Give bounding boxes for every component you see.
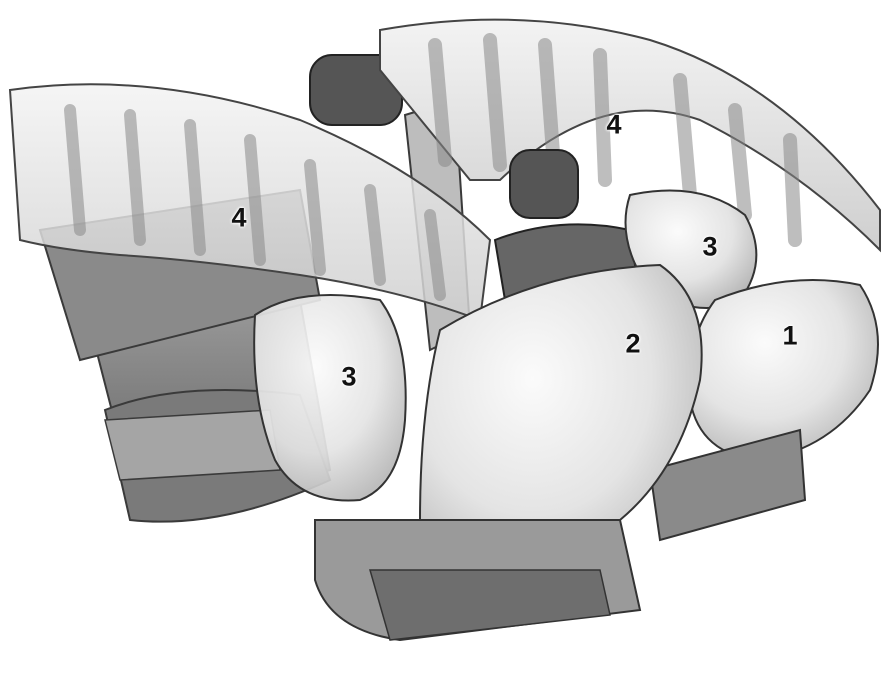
callout-side-right: 3 [702,234,717,261]
callout-curtain-left: 4 [231,205,246,232]
callout-curtain-right: 4 [606,112,621,139]
front-seat-base [315,520,640,640]
callout-passenger-front: 2 [625,331,640,358]
callout-driver-front: 1 [782,323,797,350]
callout-side-left: 3 [341,364,356,391]
